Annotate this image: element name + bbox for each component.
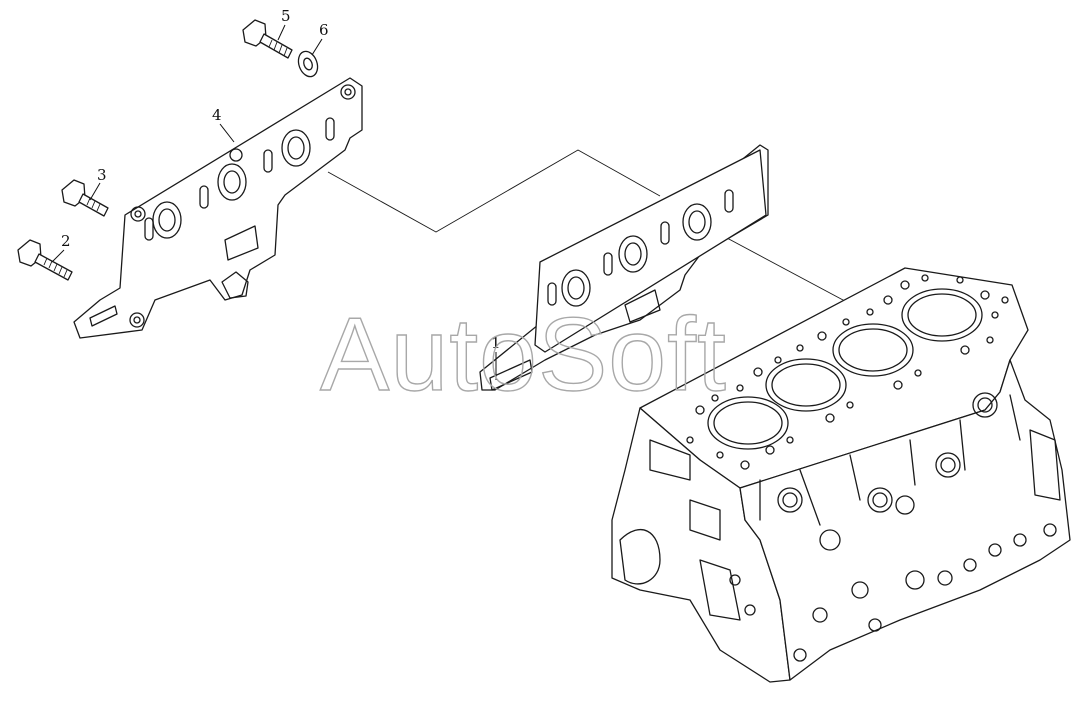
svg-text:3: 3 <box>97 166 107 184</box>
callout-3: 3 <box>89 166 107 201</box>
plate-part-4 <box>73 77 363 339</box>
assembly-leader-lines <box>327 149 859 309</box>
bolt-part-5 <box>242 19 293 59</box>
bolt-part-3 <box>61 179 109 217</box>
callout-1: 1 <box>491 334 501 380</box>
svg-text:2: 2 <box>61 232 71 250</box>
callout-5: 5 <box>277 7 291 41</box>
cylinder-block <box>611 267 1071 683</box>
svg-text:6: 6 <box>319 21 329 39</box>
svg-text:4: 4 <box>212 106 222 124</box>
gasket-part-1 <box>479 144 769 391</box>
svg-text:5: 5 <box>281 7 291 25</box>
watermark-autosoft: AutoSoft <box>320 297 727 413</box>
callout-4: 4 <box>212 106 235 143</box>
callout-6: 6 <box>311 21 329 56</box>
bolt-part-2 <box>17 239 73 281</box>
svg-text:1: 1 <box>491 334 501 352</box>
washer-part-6 <box>297 50 319 78</box>
callout-2: 2 <box>51 232 71 263</box>
